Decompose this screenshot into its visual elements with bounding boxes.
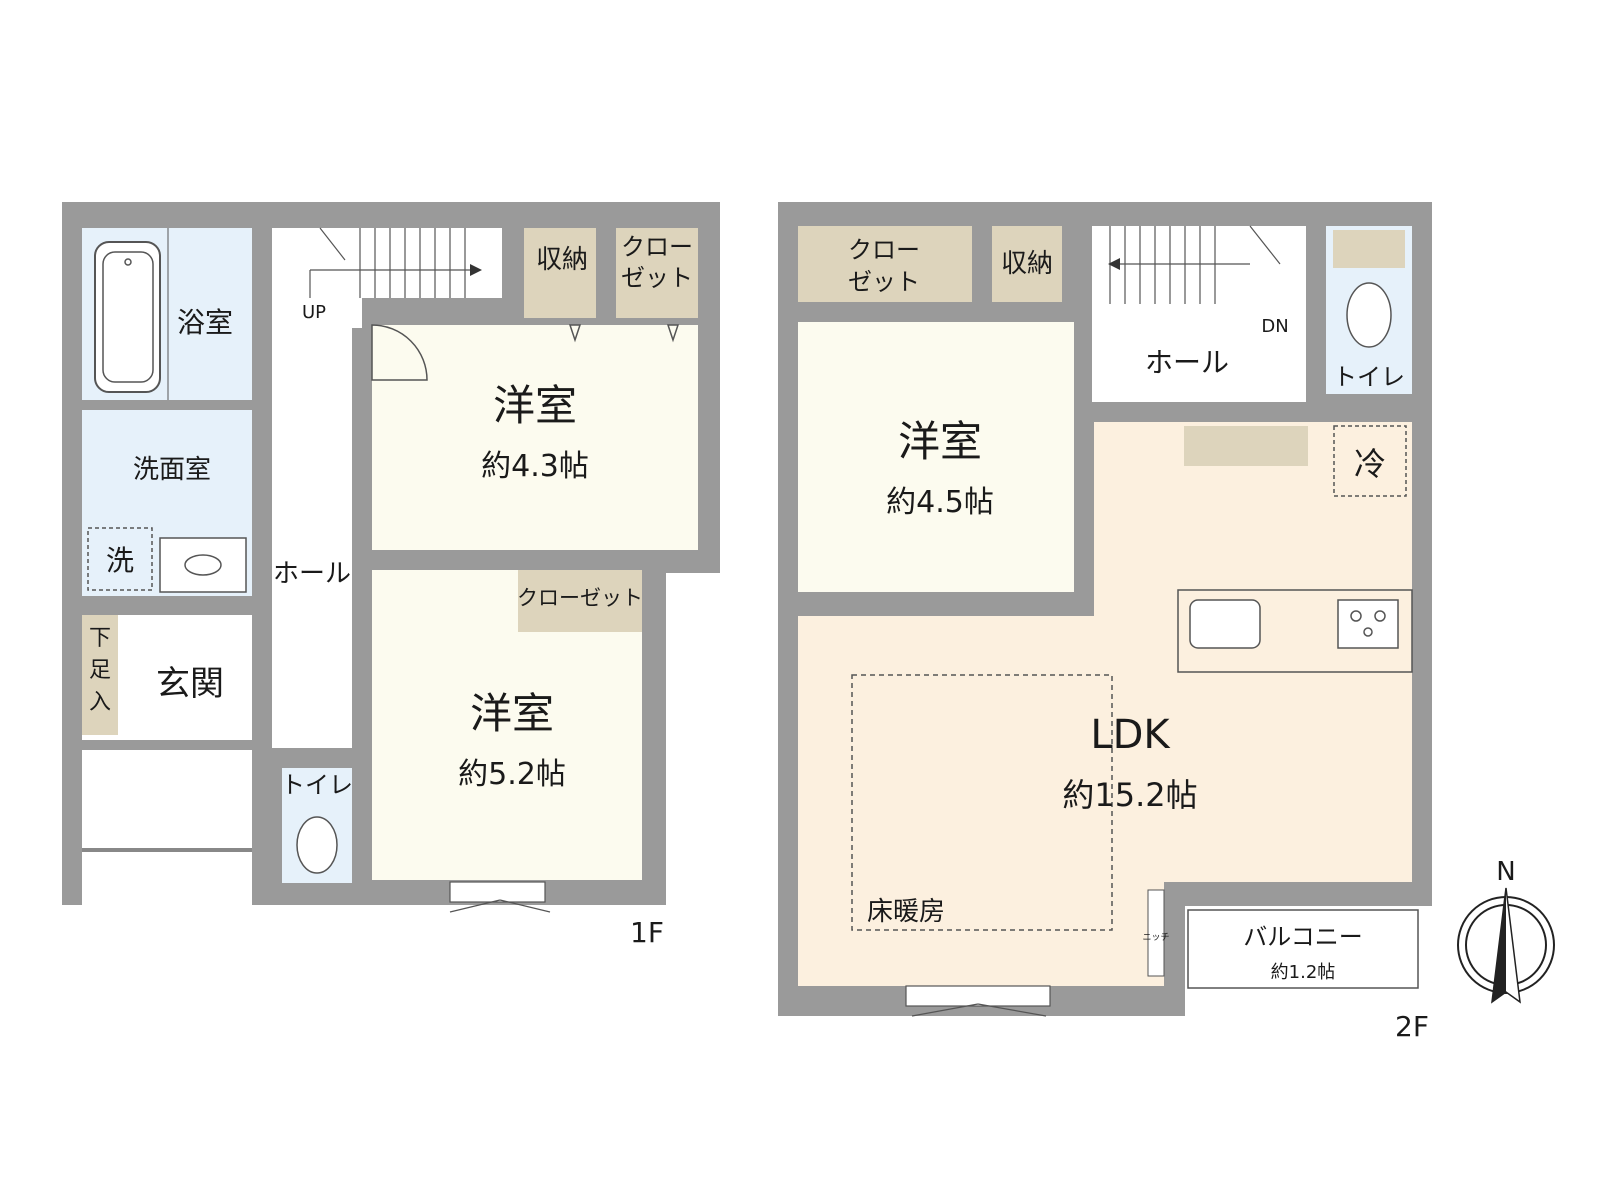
floor1-stairs-label: UP [302, 302, 326, 323]
floor1-hall-label: ホール [273, 559, 351, 589]
shoe-storage-label-1: 下 [89, 626, 111, 651]
compass [1457, 887, 1555, 1004]
shoe-storage-label-2: 足 [89, 658, 111, 683]
floor2-toilet-icon [1346, 282, 1392, 348]
fridge-label: 冷 [1354, 445, 1386, 483]
shoe-storage [82, 615, 118, 735]
floor1-label: 1F [630, 916, 664, 949]
balcony [1187, 909, 1419, 989]
floor2-storage [992, 226, 1062, 302]
floor2-stair-arrow-icon [1108, 258, 1120, 270]
kitchen-counter [1184, 426, 1308, 466]
floor2-stair-steps [1109, 225, 1281, 304]
room-b-size: 約5.2帖 [458, 757, 566, 792]
ldk-name: LDK [1090, 712, 1171, 758]
room-a-name: 洋室 [493, 381, 577, 430]
kitchen-sink [1189, 599, 1261, 649]
bathtub [94, 241, 161, 393]
toilet-icon [296, 816, 338, 874]
floor2-room-size: 約4.5帖 [886, 485, 994, 520]
washroom-label: 洗面室 [133, 455, 211, 485]
floor2-hall-label: ホール [1145, 346, 1229, 379]
floor2-room-name: 洋室 [898, 417, 982, 466]
floor1-closet [518, 570, 642, 632]
floor1-hall [272, 228, 352, 748]
floor1-closet-top-label-2: ゼット [621, 264, 693, 292]
floor2-closet-top [798, 226, 972, 302]
niche [1147, 889, 1165, 977]
porch [82, 750, 252, 910]
floor1-storage-label: 収納 [536, 245, 588, 275]
fridge-space [1333, 425, 1407, 497]
door-swing-icon [371, 324, 428, 381]
floor-heating-label: 床暖房 [867, 897, 945, 927]
floor2-stairs [1092, 226, 1306, 304]
bath-label: 浴室 [177, 306, 233, 339]
floor-1 [62, 202, 726, 915]
floor2-label: 2F [1395, 1010, 1429, 1043]
floor2-window [905, 985, 1051, 1007]
floor1-storage [524, 228, 596, 318]
room-a [372, 325, 698, 550]
floor2-closet-label-1: クロー [848, 236, 920, 264]
compass-label: N [1496, 857, 1515, 887]
shoe-storage-label-3: 入 [89, 690, 111, 715]
floor-2 [778, 202, 1435, 1021]
washer-label: 洗 [106, 544, 134, 577]
balcony-name: バルコニー [1243, 923, 1363, 951]
drain-icon [124, 258, 132, 266]
ldk [798, 422, 1412, 986]
entrance-label: 玄関 [156, 664, 224, 704]
floor1-notch [666, 573, 726, 913]
stair-steps [309, 227, 470, 298]
floor2-stairs-label: DN [1261, 316, 1288, 337]
floor2-storage-label: 収納 [1001, 249, 1053, 279]
floor2-hall [1092, 304, 1306, 402]
floor2-closet-label-2: ゼット [848, 268, 920, 296]
floor1-closet-top-label-1: クロー [621, 233, 693, 261]
floor2-room [798, 322, 1074, 592]
stair-arrow-icon [470, 264, 482, 276]
ldk-size: 約15.2帖 [1062, 776, 1197, 814]
floor1-stairs [272, 228, 502, 298]
window [449, 881, 546, 903]
sink [159, 537, 247, 593]
floor2-toilet-label: トイレ [1333, 363, 1405, 391]
floor1-closet-top [616, 228, 698, 318]
floor1-toilet-label: トイレ [281, 771, 353, 799]
niche-label: ニッチ [1142, 932, 1169, 943]
floor1-closet-label: クローゼット [517, 586, 643, 610]
washer-space [87, 527, 153, 591]
room-a-size: 約4.3帖 [481, 449, 589, 484]
balcony-size: 約1.2帖 [1271, 962, 1336, 983]
floor-heating-area [851, 674, 1113, 931]
stove-icon [1337, 599, 1399, 649]
room-b-name: 洋室 [470, 689, 554, 738]
